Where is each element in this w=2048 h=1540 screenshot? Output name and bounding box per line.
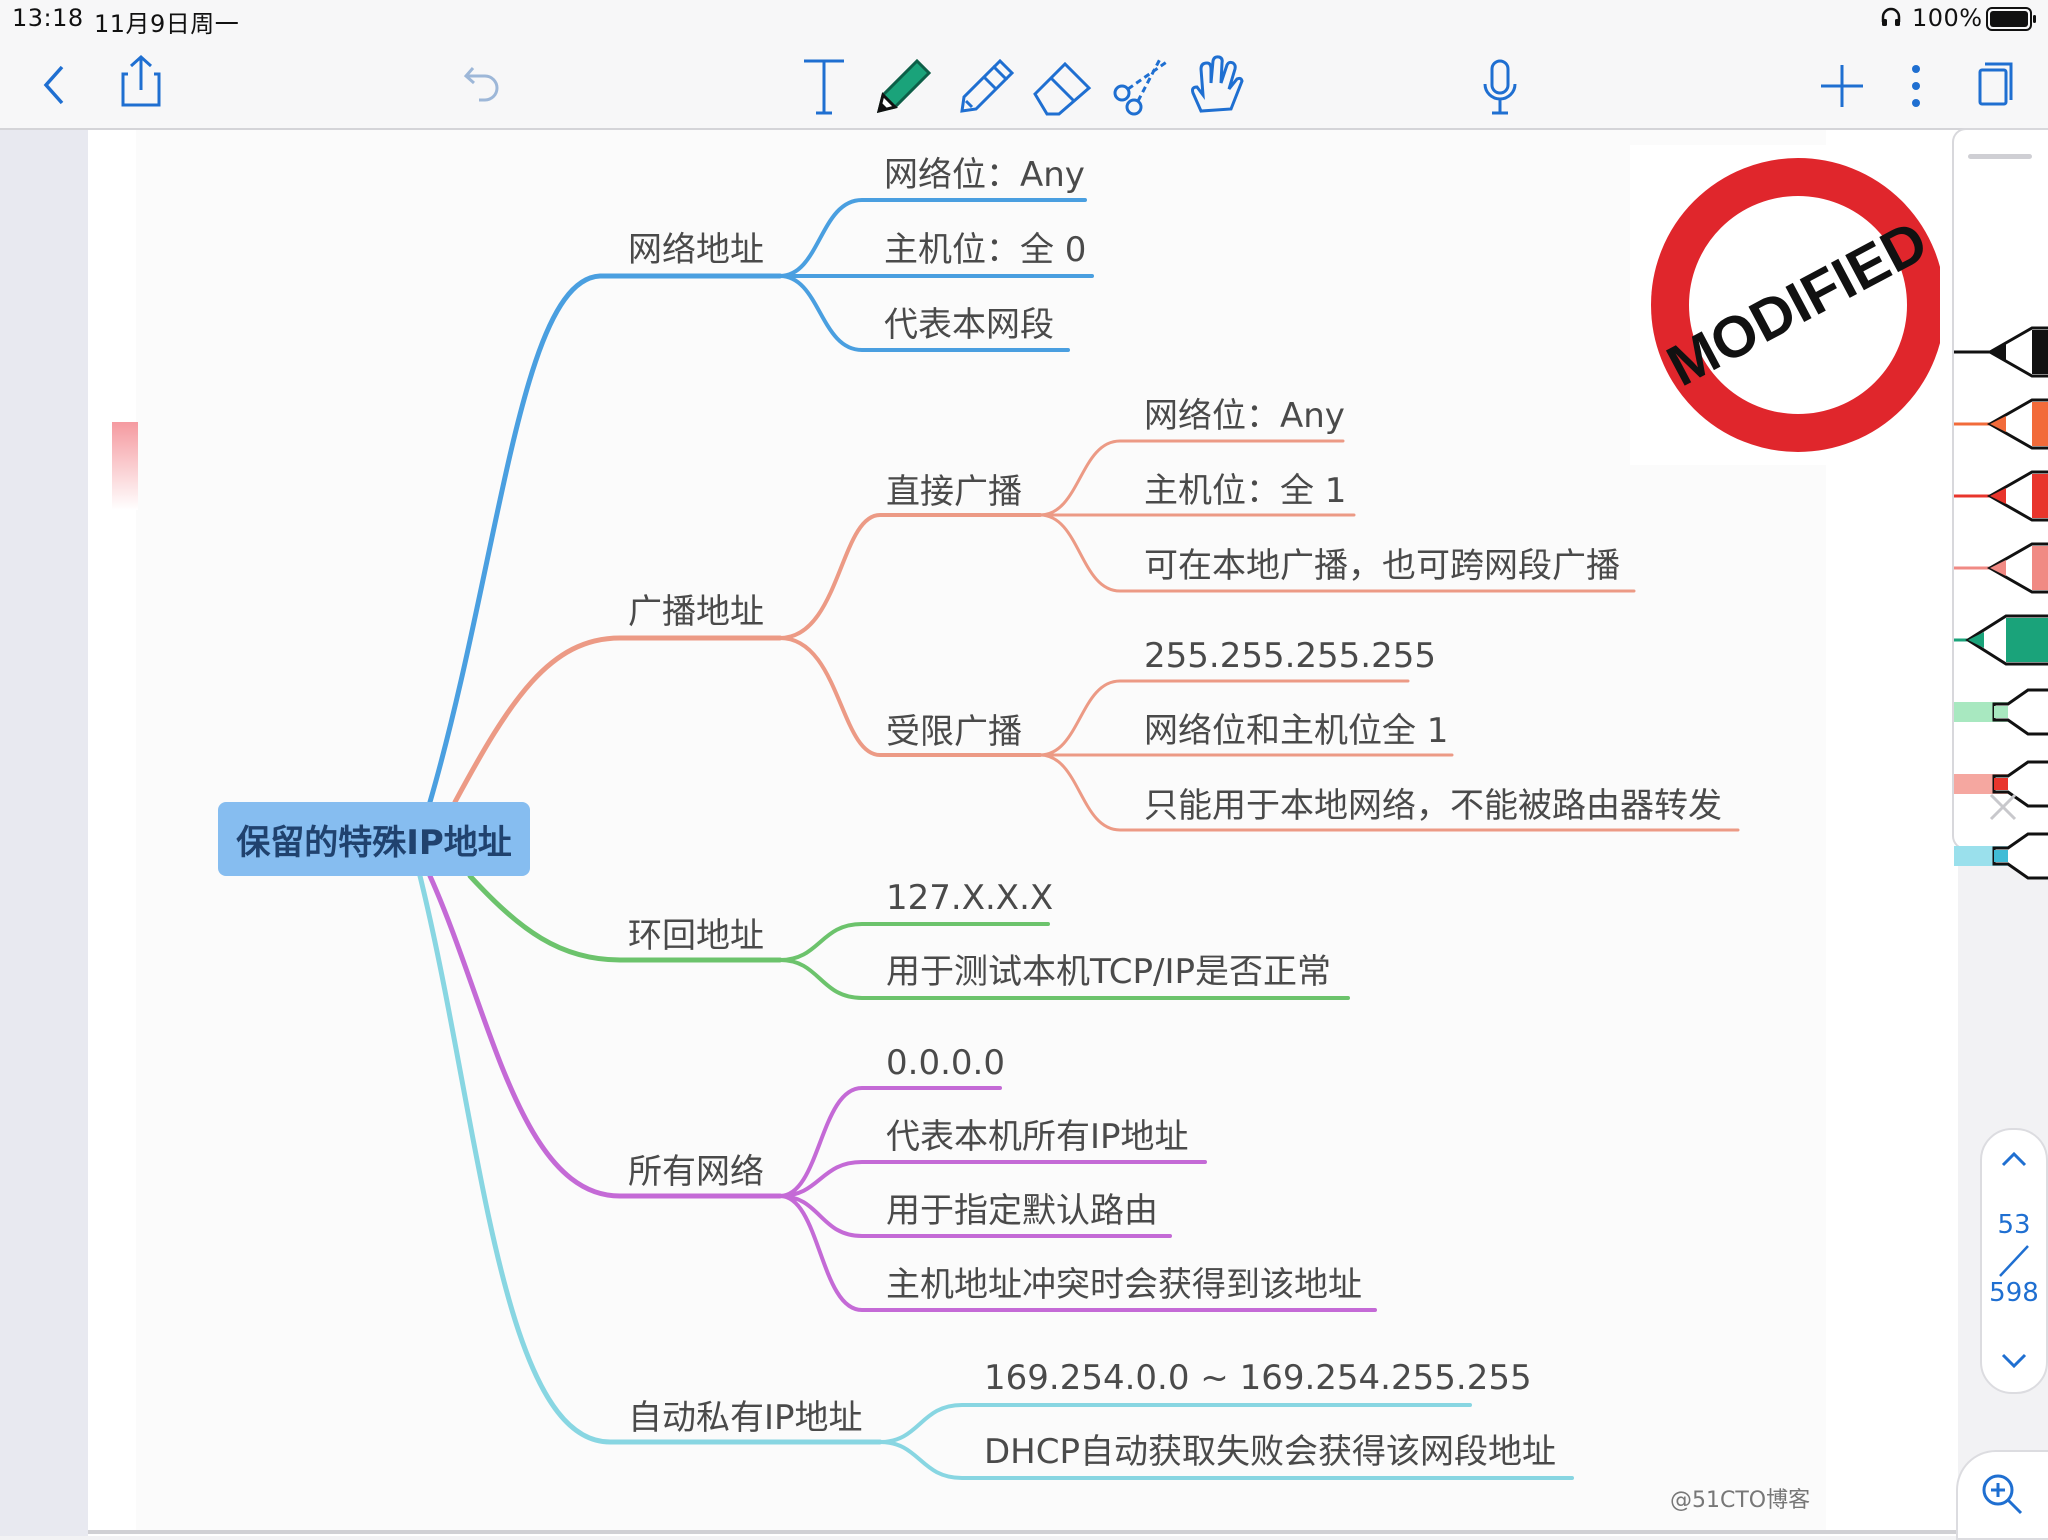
leaf-label: 主机位：全 0 <box>884 230 1087 270</box>
toolbar <box>0 40 2048 130</box>
text-tool-icon[interactable] <box>800 56 848 116</box>
chevron-down-icon[interactable] <box>2000 1352 2028 1372</box>
pages-icon[interactable] <box>1976 58 2016 110</box>
branch-connector-auto-private-ip <box>417 873 1574 1480</box>
headphones-icon <box>1880 6 1902 34</box>
page-bottom-border <box>88 1530 1958 1534</box>
leaf-label: 代表本网段 <box>884 305 1054 345</box>
page-margin-left <box>0 130 88 1536</box>
battery-icon <box>1986 7 2038 37</box>
branch-label: 自动私有IP地址 <box>628 1398 863 1438</box>
highlighter-cyan[interactable] <box>1954 826 2048 886</box>
pen-green-selected[interactable] <box>1954 610 2048 670</box>
sub-branch-label: 受限广播 <box>886 712 1022 752</box>
leaf-label: 代表本机所有IP地址 <box>886 1117 1189 1157</box>
pen-pink[interactable] <box>1954 538 2048 598</box>
highlighter-green[interactable] <box>1954 682 2048 742</box>
share-icon[interactable] <box>116 52 166 110</box>
battery-percent: 100% <box>1912 4 1983 32</box>
zoom-in-icon <box>1980 1472 2024 1516</box>
pen-picker-panel <box>1952 128 2048 880</box>
leaf-label: 可在本地广播，也可跨网段广播 <box>1144 546 1620 586</box>
microphone-icon[interactable] <box>1480 56 1520 118</box>
modified-stamp: MODIFIED <box>1630 145 1945 465</box>
close-icon[interactable] <box>1988 792 2018 822</box>
status-time: 13:18 <box>12 4 84 32</box>
annotation-mark <box>112 422 138 510</box>
branch-connector-loopback-address <box>467 873 1350 1000</box>
zoom-button[interactable] <box>1956 1450 2048 1540</box>
leaf-label: 主机地址冲突时会获得到该地址 <box>886 1265 1362 1305</box>
leaf-label: 用于指定默认路由 <box>886 1191 1158 1231</box>
chevron-up-icon[interactable] <box>2000 1150 2028 1170</box>
leaf-label: 网络位：Any <box>1144 396 1345 436</box>
undo-icon[interactable] <box>462 62 502 106</box>
total-pages: 598 <box>1989 1278 2039 1308</box>
leaf-label: DHCP自动获取失败会获得该网段地址 <box>984 1432 1556 1472</box>
branch-connector-all-networks <box>427 873 1377 1312</box>
more-icon[interactable] <box>1906 62 1926 110</box>
status-date: 11月9日周一 <box>94 10 240 38</box>
branch-label: 广播地址 <box>628 592 764 632</box>
leaf-label: 用于测试本机TCP/IP是否正常 <box>886 952 1332 992</box>
leaf-label: 255.255.255.255 <box>1144 636 1437 676</box>
leaf-label: 0.0.0.0 <box>886 1043 1005 1083</box>
branch-connector-network-address <box>427 198 1094 805</box>
branch-label: 环回地址 <box>628 916 764 956</box>
sub-branch-label: 直接广播 <box>886 472 1022 512</box>
page-separator <box>1998 1244 2030 1278</box>
branch-connector-broadcast-address <box>452 439 1740 832</box>
page-navigator: 53 598 <box>1980 1128 2048 1394</box>
leaf-label: 只能用于本地网络，不能被路由器转发 <box>1144 786 1722 826</box>
branch-label: 网络地址 <box>628 230 764 270</box>
back-icon[interactable] <box>36 62 72 108</box>
hand-tool-icon[interactable] <box>1186 52 1246 118</box>
leaf-label: 网络位和主机位全 1 <box>1144 711 1449 751</box>
panel-grabber[interactable] <box>1968 154 2032 159</box>
leaf-label: 主机位：全 1 <box>1144 471 1347 511</box>
branch-label: 所有网络 <box>628 1152 764 1192</box>
pen-tool-icon[interactable] <box>872 52 938 118</box>
highlighter-tool-icon[interactable] <box>954 52 1016 118</box>
status-bar: 13:18 11月9日周一 100% <box>0 0 2048 40</box>
watermark: @51CTO博客 <box>1670 1488 1811 1513</box>
pen-black[interactable] <box>1954 322 2048 382</box>
add-icon[interactable] <box>1818 62 1866 110</box>
leaf-label: 169.254.0.0 ~ 169.254.255.255 <box>984 1358 1532 1398</box>
eraser-tool-icon[interactable] <box>1030 54 1096 118</box>
pen-orange[interactable] <box>1954 394 2048 454</box>
leaf-label: 127.X.X.X <box>886 878 1054 918</box>
scissors-tool-icon[interactable] <box>1110 52 1174 118</box>
current-page: 53 <box>1997 1210 2031 1240</box>
leaf-label: 网络位：Any <box>884 155 1085 195</box>
mindmap-root-node: 保留的特殊IP地址 <box>218 802 530 876</box>
highlighter-pink[interactable] <box>1954 754 2048 814</box>
pen-red[interactable] <box>1954 466 2048 526</box>
